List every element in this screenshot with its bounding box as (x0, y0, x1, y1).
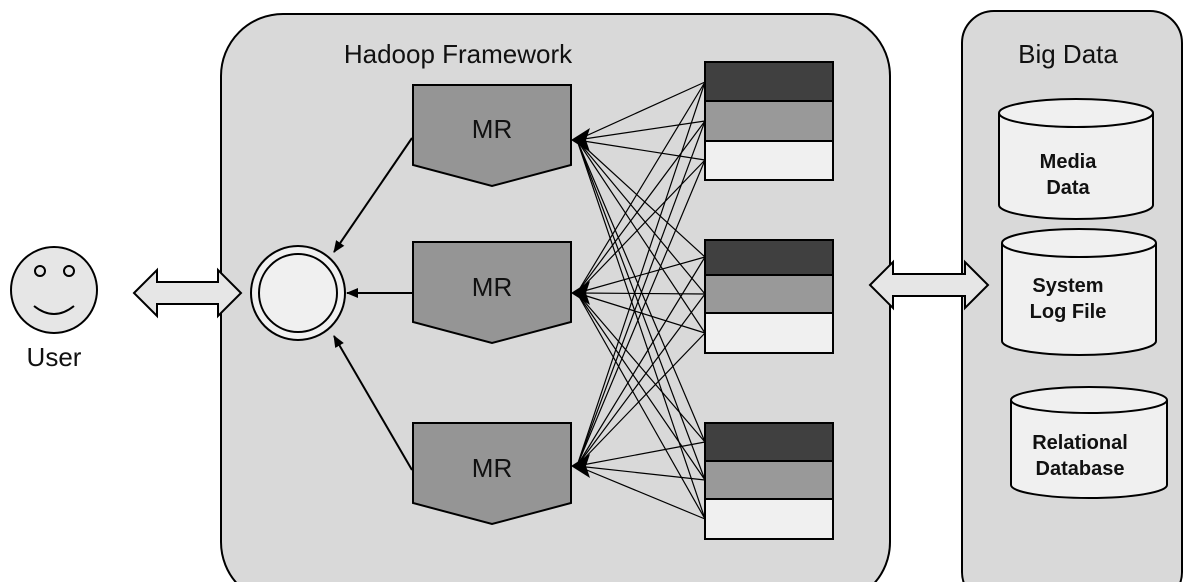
data-block-stack-3 (704, 422, 834, 540)
mr-2-input-arrowhead (571, 281, 590, 305)
relational-database-label-1: Relational (1032, 432, 1128, 454)
data-flow-lines (576, 81, 706, 520)
arrow-mr1-to-collector (333, 137, 413, 253)
system-log-file-label-1: System (1032, 275, 1103, 297)
mr-node-3-label: MR (472, 453, 512, 483)
framework-bigdata-double-arrow (868, 259, 990, 311)
system-log-file-store-icon (1001, 228, 1157, 356)
big-data-title: Big Data (1018, 39, 1118, 69)
user-label: User (27, 342, 82, 372)
mr-node-3: MR (412, 422, 572, 526)
media-data-store-icon (998, 98, 1154, 220)
result-collector-icon (250, 245, 346, 341)
data-block-stack-1 (704, 61, 834, 181)
system-log-file-label-2: Log File (1030, 301, 1107, 323)
mr-node-1-label: MR (472, 114, 512, 144)
mr-1-input-arrowhead (571, 128, 590, 152)
relational-database-label-2: Database (1036, 458, 1125, 480)
mr-node-2: MR (412, 241, 572, 345)
arrow-mr3-to-collector (333, 335, 413, 471)
data-block-stack-2 (704, 239, 834, 354)
user-double-arrow (132, 267, 243, 319)
mr-node-1: MR (412, 84, 572, 188)
media-data-label-2: Data (1046, 177, 1090, 199)
relational-database-store-icon (1010, 386, 1168, 499)
user-icon (10, 246, 98, 334)
mr-node-2-label: MR (472, 272, 512, 302)
media-data-label-1: Media (1040, 151, 1098, 173)
framework-title: Hadoop Framework (344, 39, 573, 69)
mr-3-input-arrowhead (571, 454, 590, 478)
